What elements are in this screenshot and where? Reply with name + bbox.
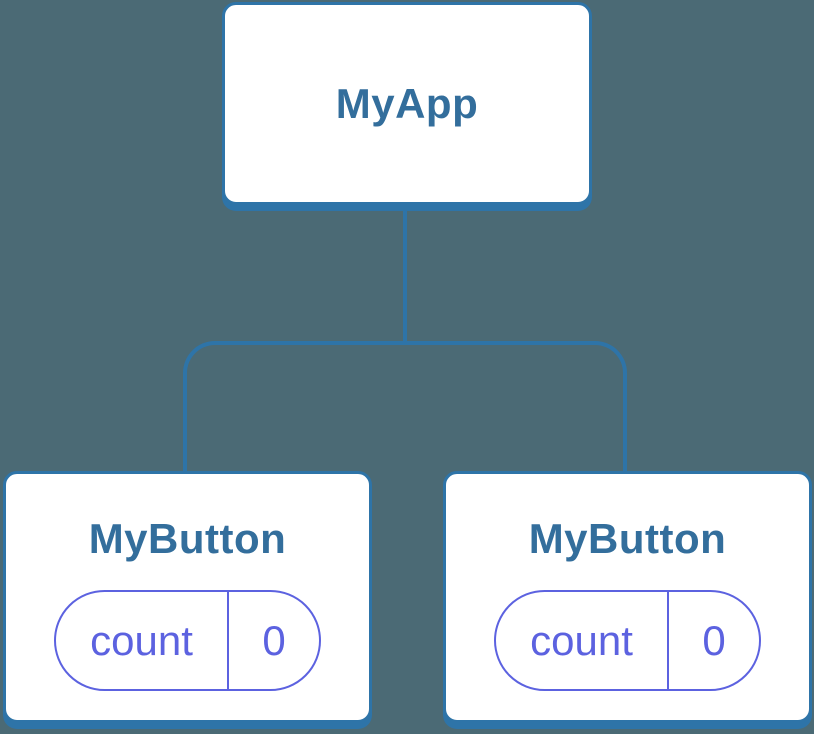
component-node-child-right: MyButton count 0 [443,471,812,723]
component-node-child-left: MyButton count 0 [3,471,372,723]
component-label-root: MyApp [335,79,479,127]
state-value: 0 [262,616,286,664]
state-value: 0 [702,616,726,664]
state-key-label: count [56,592,229,689]
component-label-child-left: MyButton [88,515,287,562]
state-key-label: count [496,592,669,689]
connector-branch [183,341,627,471]
component-label-child-right: MyButton [528,515,727,562]
component-node-root: MyApp [222,2,592,205]
state-pill-right: count 0 [494,590,761,691]
connector-stem [403,208,407,345]
state-pill-left: count 0 [54,590,321,691]
